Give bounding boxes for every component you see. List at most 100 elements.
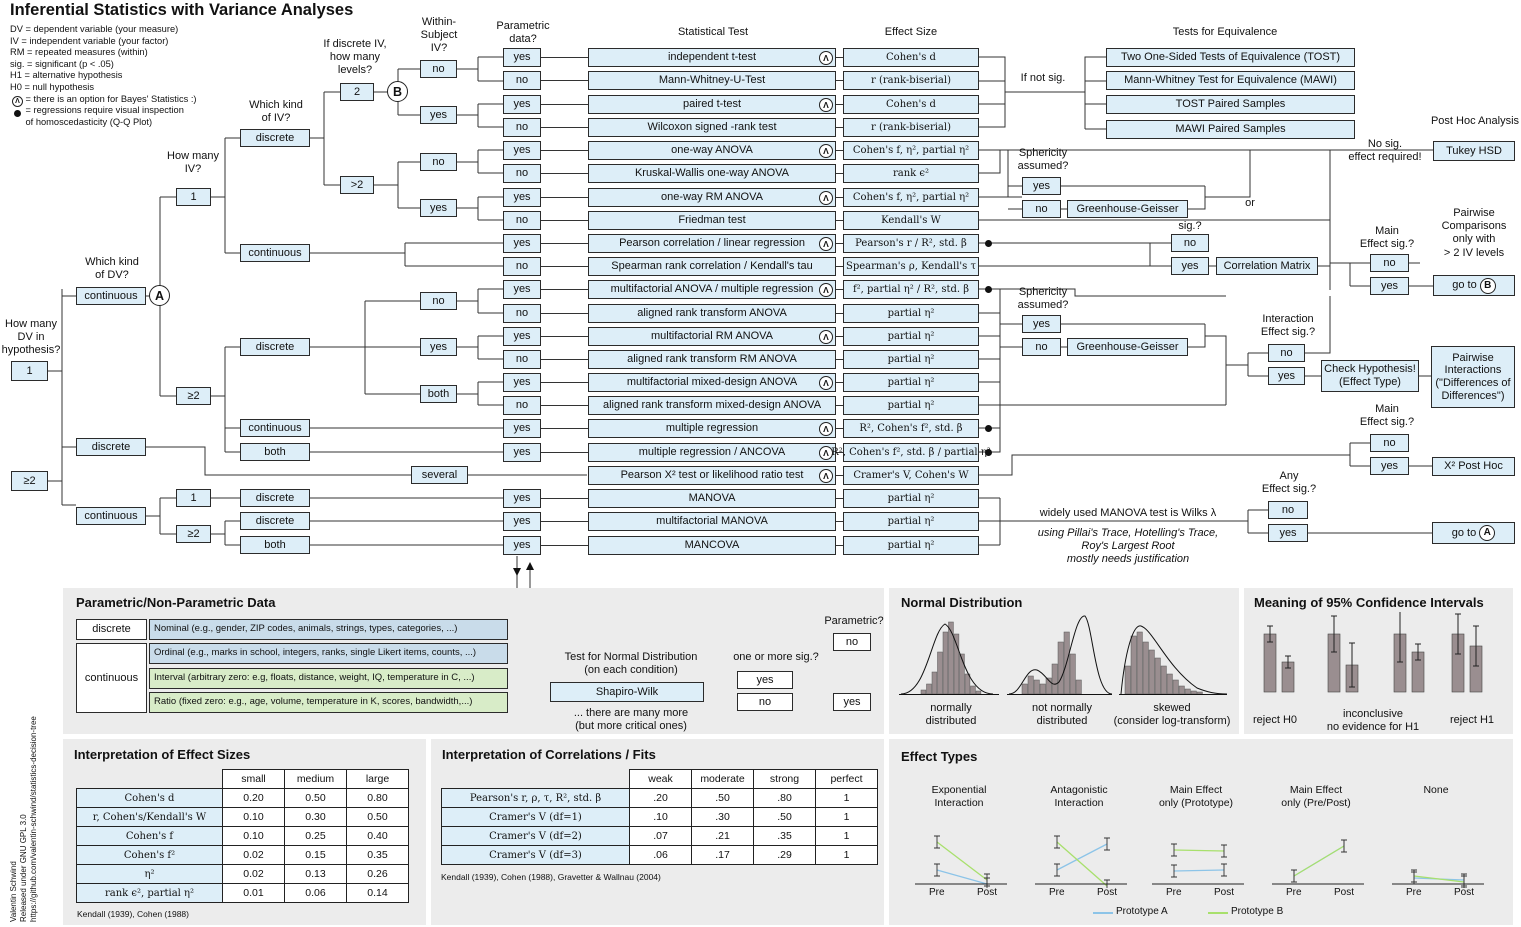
node-iv-2b[interactable]: ≥2: [176, 525, 211, 543]
node-continuous[interactable]: continuous: [76, 287, 146, 305]
interaction-yes[interactable]: yes: [1268, 367, 1305, 385]
statistical-test[interactable]: Kruskal-Wallis one-way ANOVA: [588, 164, 836, 183]
statistical-test[interactable]: Mann-Whitney-U-Test: [588, 71, 836, 90]
sphericity-no-1[interactable]: no: [1022, 200, 1061, 218]
effect-size[interactable]: partial η²: [843, 512, 979, 531]
check-hypothesis[interactable]: Check Hypothesis! (Effect Type): [1321, 360, 1419, 392]
statistical-test[interactable]: aligned rank transform mixed-design ANOV…: [588, 396, 836, 415]
parametric-no[interactable]: no: [503, 396, 541, 415]
parametric-yes[interactable]: yes: [503, 419, 541, 438]
node-within-no-2[interactable]: no: [420, 153, 457, 171]
effect-size[interactable]: partial η²: [843, 489, 979, 508]
statistical-test[interactable]: Wilcoxon signed -rank test: [588, 118, 836, 137]
node-iv-1b[interactable]: 1: [176, 489, 211, 507]
parametric-yes[interactable]: yes: [503, 48, 541, 67]
parametric-yes[interactable]: yes: [503, 234, 541, 253]
equiv-mawi-paired[interactable]: MAWI Paired Samples: [1106, 120, 1355, 139]
shapiro-wilk[interactable]: Shapiro-Wilk: [550, 682, 704, 702]
node-multi-within-both[interactable]: both: [420, 385, 457, 403]
interaction-no[interactable]: no: [1268, 344, 1305, 362]
node-levels-2[interactable]: 2: [340, 83, 374, 101]
statistical-test[interactable]: paired t-test: [588, 95, 836, 114]
tukey-hsd[interactable]: Tukey HSD: [1433, 141, 1515, 161]
statistical-test[interactable]: one-way ANOVA: [588, 141, 836, 160]
node-several[interactable]: several: [411, 466, 468, 484]
statistical-test[interactable]: independent t-test: [588, 48, 836, 67]
effect-size[interactable]: Cohen's d: [843, 48, 979, 67]
statistical-test[interactable]: MANOVA: [588, 489, 836, 508]
equiv-mawi[interactable]: Mann-Whitney Test for Equivalence (MAWI): [1106, 71, 1355, 90]
effect-size[interactable]: Spearman's ρ, Kendall's τ: [843, 257, 979, 276]
effect-size[interactable]: Cohen's f, η², partial η²: [843, 188, 979, 207]
statistical-test[interactable]: multifactorial ANOVA / multiple regressi…: [588, 280, 836, 299]
sphericity-yes-1[interactable]: yes: [1022, 177, 1061, 195]
node-multi-both[interactable]: both: [240, 443, 310, 461]
goto-a-button[interactable]: go to A: [1432, 522, 1515, 544]
statistical-test[interactable]: Friedman test: [588, 211, 836, 230]
parametric-yes[interactable]: yes: [503, 373, 541, 392]
statistical-test[interactable]: MANCOVA: [588, 536, 836, 555]
sphericity-yes-2[interactable]: yes: [1022, 315, 1061, 333]
node-iv-1[interactable]: 1: [176, 188, 211, 206]
node-levels-gt2[interactable]: >2: [340, 176, 374, 194]
node-bottom-both[interactable]: both: [240, 536, 310, 554]
main-effect-yes-2[interactable]: yes: [1370, 457, 1409, 475]
effect-size[interactable]: partial η²: [843, 373, 979, 392]
node-within-no-1[interactable]: no: [420, 60, 457, 78]
statistical-test[interactable]: Spearman rank correlation / Kendall's ta…: [588, 257, 836, 276]
statistical-test[interactable]: aligned rank transform ANOVA: [588, 304, 836, 323]
parametric-no[interactable]: no: [503, 350, 541, 369]
effect-size[interactable]: r (rank-biserial): [843, 118, 979, 137]
node-within-yes-1[interactable]: yes: [420, 106, 457, 124]
main-effect-no-2[interactable]: no: [1370, 434, 1409, 452]
any-effect-no[interactable]: no: [1268, 501, 1308, 519]
effect-size[interactable]: Cohen's f, η², partial η²: [843, 141, 979, 160]
effect-size[interactable]: Cramer's V, Cohen's W: [843, 466, 979, 485]
sphericity-no-2[interactable]: no: [1022, 338, 1061, 356]
parametric-yes[interactable]: yes: [503, 536, 541, 555]
main-effect-no-1[interactable]: no: [1370, 254, 1409, 272]
sig-yes[interactable]: yes: [1171, 257, 1209, 275]
node-iv-kind-discrete[interactable]: discrete: [240, 129, 310, 147]
main-effect-yes-1[interactable]: yes: [1370, 277, 1409, 295]
node-continuous-2[interactable]: continuous: [76, 507, 146, 525]
equiv-tost-paired[interactable]: TOST Paired Samples: [1106, 95, 1355, 114]
statistical-test[interactable]: aligned rank transform RM ANOVA: [588, 350, 836, 369]
node-bottom-discrete-2[interactable]: discrete: [240, 512, 310, 530]
parametric-no[interactable]: no: [503, 211, 541, 230]
parametric-no[interactable]: no: [503, 257, 541, 276]
node-multi-discrete[interactable]: discrete: [240, 338, 310, 356]
statistical-test[interactable]: Pearson X² test or likelihood ratio test: [588, 466, 836, 485]
node-multi-within-yes[interactable]: yes: [420, 338, 457, 356]
greenhouse-geisser-1[interactable]: Greenhouse-Geisser: [1067, 200, 1188, 218]
node-dv-2[interactable]: ≥2: [11, 471, 48, 491]
parametric-yes[interactable]: yes: [503, 489, 541, 508]
parametric-yes[interactable]: yes: [503, 443, 541, 462]
parametric-no[interactable]: no: [503, 304, 541, 323]
parametric-no[interactable]: no: [503, 164, 541, 183]
statistical-test[interactable]: Pearson correlation / linear regression: [588, 234, 836, 253]
statistical-test[interactable]: multifactorial MANOVA: [588, 512, 836, 531]
parametric-yes[interactable]: yes: [503, 327, 541, 346]
effect-size[interactable]: partial η²: [843, 304, 979, 323]
node-multi-continuous[interactable]: continuous: [240, 419, 310, 437]
effect-size[interactable]: rank ϵ²: [843, 164, 979, 183]
parametric-yes[interactable]: yes: [503, 280, 541, 299]
x2-posthoc[interactable]: X² Post Hoc: [1432, 457, 1515, 476]
effect-size[interactable]: partial η²: [843, 350, 979, 369]
node-iv-2[interactable]: ≥2: [176, 387, 211, 405]
any-effect-yes[interactable]: yes: [1268, 524, 1308, 542]
parametric-yes[interactable]: yes: [503, 512, 541, 531]
greenhouse-geisser-2[interactable]: Greenhouse-Geisser: [1067, 338, 1188, 356]
effect-size[interactable]: Cohen's d: [843, 95, 979, 114]
effect-size[interactable]: R², Cohen's f², std. β: [843, 419, 979, 438]
node-within-yes-2[interactable]: yes: [420, 199, 457, 217]
statistical-test[interactable]: multiple regression / ANCOVA: [588, 443, 836, 462]
pairwise-interactions[interactable]: Pairwise Interactions ("Differences of D…: [1431, 346, 1515, 408]
effect-size[interactable]: Pearson's r / R², std. β: [843, 234, 979, 253]
node-multi-within-no[interactable]: no: [420, 292, 457, 310]
parametric-no[interactable]: no: [503, 71, 541, 90]
goto-b-button[interactable]: go to B: [1433, 275, 1515, 296]
node-dv-1[interactable]: 1: [11, 361, 48, 381]
statistical-test[interactable]: multifactorial RM ANOVA: [588, 327, 836, 346]
